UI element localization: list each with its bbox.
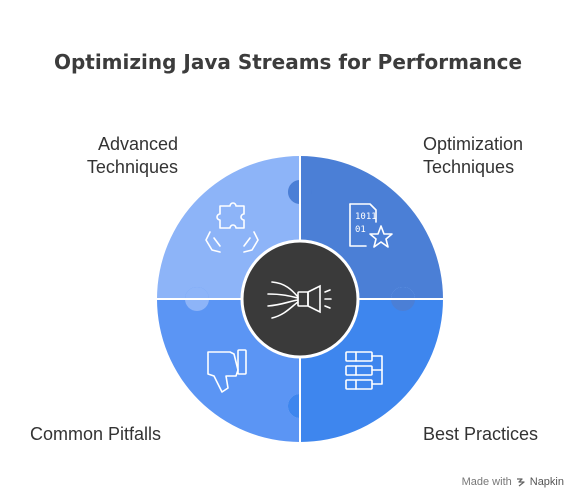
label-optimization-techniques: Optimization Techniques [423, 133, 523, 179]
made-with-text: Made with [461, 476, 512, 488]
label-optimization-line1: Optimization [423, 134, 524, 154]
label-best-practices: Best Practices [423, 424, 539, 444]
list-checks-icon [345, 351, 383, 390]
label-advanced-line1: Advanced [97, 134, 178, 154]
label-common-pitfalls: Common Pitfalls [30, 424, 162, 444]
diagram-title: Optimizing Java Streams for Performance [53, 50, 523, 74]
label-advanced-line2: Techniques [86, 157, 178, 177]
napkin-brand-text: Napkin [529, 476, 564, 488]
footer-credit: Made with Napkin [462, 476, 564, 488]
napkin-logo-icon [516, 478, 525, 487]
puzzle-hands-icon [205, 202, 259, 253]
thumbs-down-icon [207, 349, 247, 393]
svg-text:01: 01 [355, 225, 366, 235]
label-advanced-techniques: Advanced Techniques [87, 133, 178, 179]
svg-text:1011: 1011 [355, 212, 377, 222]
stream-funnel-icon [267, 281, 332, 319]
label-optimization-line2: Techniques [423, 157, 515, 177]
binary-star-document-icon: 1011 01 [349, 203, 393, 248]
center-hub [240, 239, 360, 359]
